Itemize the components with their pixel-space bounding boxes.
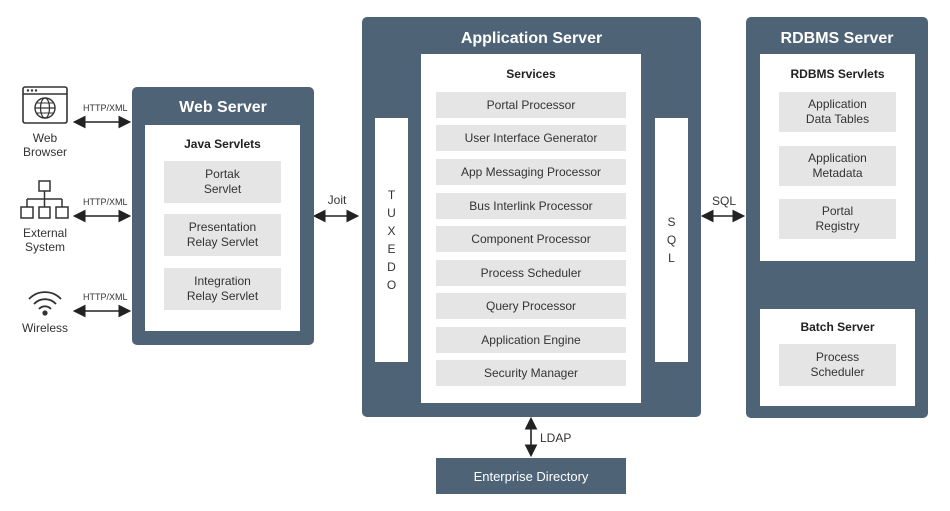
- batch-server-title: Batch Server: [800, 320, 875, 334]
- service-app-messaging-processor: App Messaging Processor: [436, 159, 626, 185]
- service-user-interface-generator: User Interface Generator: [436, 125, 626, 151]
- service-security-manager: Security Manager: [436, 360, 626, 386]
- protocol-label: HTTP/XML: [83, 103, 128, 113]
- ldap-label: LDAP: [540, 431, 572, 445]
- web-server-title: Web Server: [179, 99, 267, 116]
- service-portal-processor: Portal Processor: [436, 92, 626, 118]
- service-process-scheduler: Process Scheduler: [436, 260, 626, 286]
- protocol-label: HTTP/XML: [83, 197, 128, 207]
- protocol-label: HTTP/XML: [83, 292, 128, 302]
- services-container: Services Portal Processor User Interface…: [421, 54, 641, 403]
- application-server-title: Application Server: [460, 30, 603, 47]
- external-system-icon: [20, 180, 70, 222]
- rdbms-server-title: RDBMS Server: [780, 30, 894, 47]
- sql-bar: S Q L: [655, 118, 688, 362]
- client-label-external-system: External System: [22, 226, 68, 254]
- service-bus-interlink-processor: Bus Interlink Processor: [436, 193, 626, 219]
- application-server-panel: Application Server T U X E D O Services …: [362, 17, 701, 417]
- client-label-web-browser: Web Browser: [22, 131, 67, 159]
- enterprise-directory-box: Enterprise Directory: [436, 458, 626, 494]
- rdbms-servlets-title: RDBMS Servlets: [790, 67, 885, 81]
- joit-label: Joit: [327, 193, 347, 207]
- service-query-processor: Query Processor: [436, 293, 626, 319]
- service-component-processor: Component Processor: [436, 226, 626, 252]
- services-title: Services: [506, 67, 556, 81]
- wireless-icon: [27, 287, 63, 317]
- web-browser-icon: [22, 86, 68, 126]
- java-servlets-title: Java Servlets: [184, 137, 261, 151]
- service-application-engine: Application Engine: [436, 327, 626, 353]
- sql-connection-label: SQL: [711, 194, 736, 208]
- client-label-wireless: Wireless: [21, 321, 68, 335]
- tuxedo-bar: T U X E D O: [375, 118, 408, 362]
